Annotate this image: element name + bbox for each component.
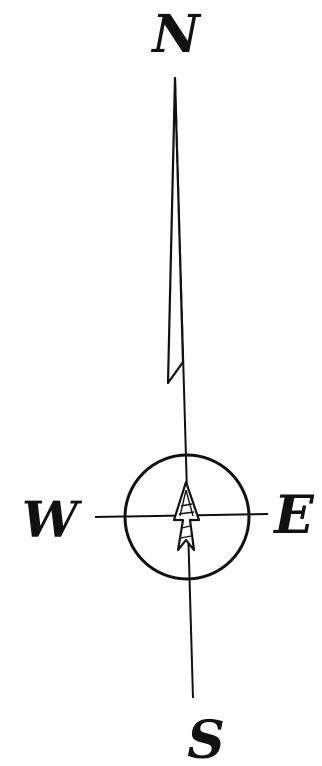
north-label: N	[150, 4, 202, 65]
north-pointer	[168, 78, 183, 383]
south-label: S	[187, 710, 225, 766]
arrowhead-icon	[174, 482, 199, 550]
east-label: E	[272, 485, 315, 546]
west-label: W	[22, 490, 83, 549]
